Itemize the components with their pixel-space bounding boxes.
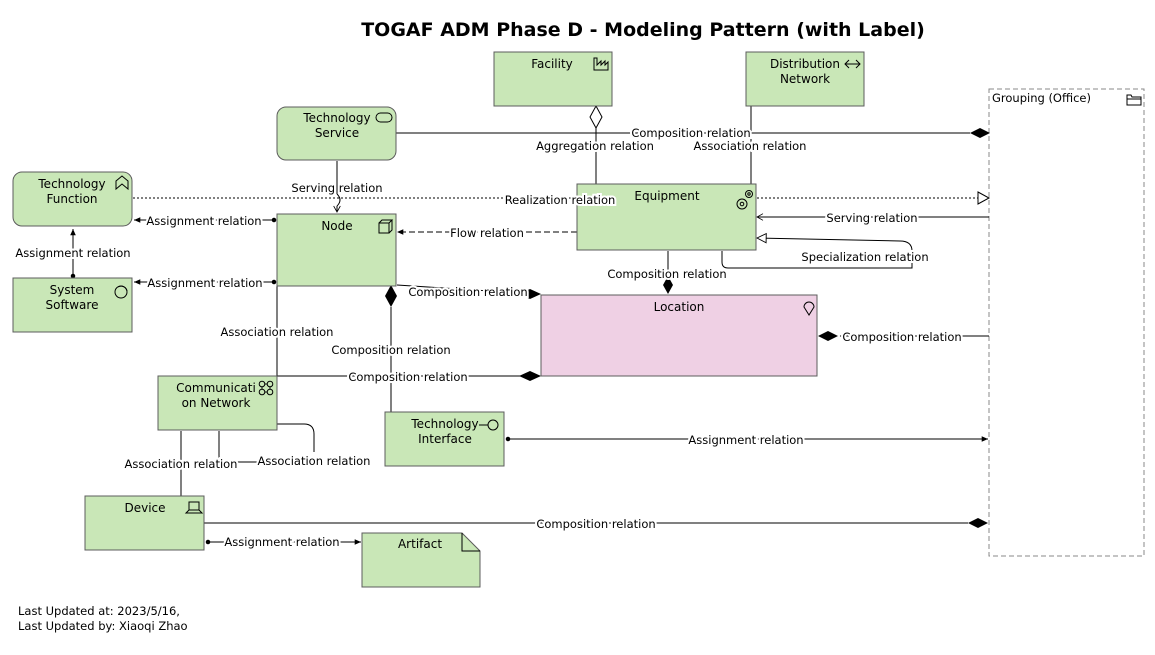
- relation-label: Composition relation: [607, 267, 726, 281]
- relation-label: Assignment relation: [146, 214, 261, 228]
- artifact-label: Artifact: [398, 537, 442, 551]
- relation-label: Composition relation: [842, 330, 961, 344]
- relation-label: Composition relation: [408, 285, 527, 299]
- communication-network-element[interactable]: Communicati on Network: [157, 375, 278, 431]
- diagram-title: TOGAF ADM Phase D - Modeling Pattern (wi…: [361, 19, 925, 41]
- distribution-network-element[interactable]: Distribution Network: [745, 51, 865, 107]
- relation-label: Serving relation: [826, 211, 917, 225]
- device-icon: [184, 501, 204, 514]
- device-element[interactable]: Device: [84, 495, 205, 551]
- equipment-label: Equipment: [634, 189, 699, 203]
- location-element[interactable]: Location: [540, 294, 818, 377]
- relation-label: Assignment relation: [15, 246, 130, 260]
- node-element[interactable]: Node: [276, 213, 397, 287]
- relation-label: Assignment relation: [224, 535, 339, 549]
- factory-icon: [593, 57, 609, 71]
- last-updated-by: Last Updated by: Xiaoqi Zhao: [18, 619, 188, 633]
- system-software-label-line1: System: [50, 283, 95, 297]
- communication-network-label-line2: on Network: [182, 396, 251, 410]
- relation-label: Association relation: [258, 454, 371, 468]
- technology-service-element[interactable]: Technology Service: [276, 106, 397, 161]
- last-updated-at: Last Updated at: 2023/5/16,: [18, 604, 180, 618]
- grouping-label: Grouping (Office): [992, 91, 1091, 105]
- technology-interface-label-line1: Technology: [410, 417, 478, 431]
- node-icon: [378, 219, 394, 234]
- technology-function-label-line1: Technology: [37, 177, 105, 191]
- relation-label: Assignment relation: [147, 276, 262, 290]
- technology-function-label-line2: Function: [46, 192, 97, 206]
- relation-label: Association relation: [694, 139, 807, 153]
- system-software-icon: [114, 285, 128, 299]
- grouping-office[interactable]: Grouping (Office): [988, 88, 1145, 557]
- relation-label: Assignment relation: [688, 433, 803, 447]
- relation-label: Aggregation relation: [536, 139, 654, 153]
- relation-label: Flow relation: [450, 226, 524, 240]
- technology-service-label-line1: Technology: [302, 111, 370, 125]
- function-icon: [115, 175, 129, 191]
- interface-icon: [479, 419, 499, 431]
- node-label: Node: [321, 219, 352, 233]
- relation-label: Association relation: [125, 457, 238, 471]
- distribution-network-label-line1: Distribution: [770, 57, 840, 71]
- communication-network-label-line1: Communicati: [176, 381, 256, 395]
- relation-label: Composition relation: [536, 517, 655, 531]
- relation-label: Specialization relation: [801, 250, 928, 264]
- facility-element[interactable]: Facility: [493, 51, 613, 107]
- relation-labels: Composition relation Aggregation relatio…: [13, 124, 963, 551]
- location-label: Location: [654, 300, 705, 314]
- location-pin-icon: [803, 301, 815, 316]
- device-label: Device: [124, 501, 165, 515]
- relation-label: Composition relation: [331, 343, 450, 357]
- relation-label: Association relation: [221, 325, 334, 339]
- bidirectional-arrow-icon: [844, 59, 861, 69]
- distribution-network-label-line2: Network: [780, 72, 830, 86]
- artifact-element[interactable]: Artifact: [361, 532, 481, 588]
- technology-function-element[interactable]: Technology Function: [12, 171, 133, 227]
- technology-service-label-line2: Service: [315, 126, 359, 140]
- relation-label: Serving relation: [291, 181, 382, 195]
- service-icon: [375, 112, 393, 123]
- system-software-label-line2: Software: [46, 298, 99, 312]
- facility-label: Facility: [531, 57, 573, 71]
- relation-label: Realization relation: [505, 193, 616, 207]
- technology-interface-label-line2: Interface: [418, 432, 472, 446]
- equipment-element[interactable]: Equipment: [576, 183, 757, 251]
- folder-icon: [1126, 94, 1142, 106]
- relation-label: Composition relation: [631, 126, 750, 140]
- network-icon: [258, 380, 274, 396]
- system-software-element[interactable]: System Software: [12, 277, 133, 333]
- relations-layer: [70, 104, 991, 545]
- equipment-gears-icon: [736, 190, 753, 210]
- relation-label: Composition relation: [348, 370, 467, 384]
- technology-interface-element[interactable]: Technology Interface: [384, 411, 505, 467]
